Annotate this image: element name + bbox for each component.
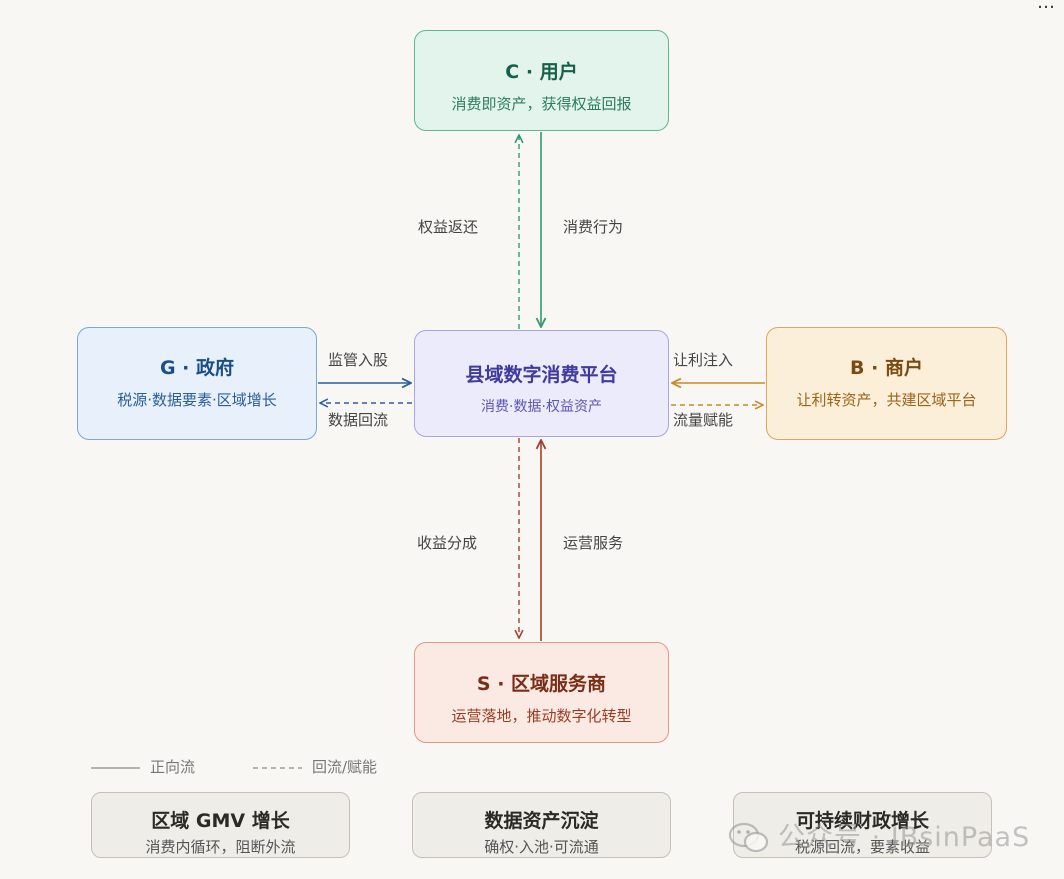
node-merchant-title: B · 商户	[850, 357, 923, 379]
edge-label-data-return: 数据回流	[328, 411, 389, 429]
outcome-card-title: 数据资产沉淀	[484, 810, 599, 832]
edge-label-revenue-share: 收益分成	[417, 534, 478, 552]
more-options-icon[interactable]: …	[1037, 0, 1056, 13]
node-consumer-title: C · 用户	[505, 61, 578, 83]
node-platform-title: 县域数字消费平台	[465, 364, 618, 386]
legend-dashed-label: 回流/赋能	[312, 758, 378, 776]
outcome-card-fiscal: 可持续财政增长 税源回流，要素收益	[733, 792, 992, 858]
outcome-card-subtitle: 确权·入池·可流通	[484, 838, 599, 856]
node-government-subtitle: 税源·数据要素·区域增长	[117, 391, 277, 409]
edge-label-profit-injection: 让利注入	[673, 351, 734, 369]
outcome-card-title: 区域 GMV 增长	[151, 810, 290, 832]
node-consumer-subtitle: 消费即资产，获得权益回报	[451, 95, 632, 113]
watermark-text: 公众号 · JBsinPaaS	[778, 822, 1031, 853]
wechat-icon	[728, 822, 769, 853]
edge-label-consumer-behavior: 消费行为	[563, 218, 624, 236]
node-merchant: B · 商户 让利转资产，共建区域平台	[766, 327, 1007, 440]
node-government-title: G · 政府	[159, 357, 235, 379]
edge-label-regulation-equity: 监管入股	[328, 351, 389, 369]
node-platform: 县域数字消费平台 消费·数据·权益资产	[414, 330, 669, 437]
node-merchant-subtitle: 让利转资产，共建区域平台	[796, 391, 977, 409]
edge-label-rights-return: 权益返还	[418, 218, 479, 236]
node-service-subtitle: 运营落地，推动数字化转型	[451, 707, 632, 725]
node-consumer: C · 用户 消费即资产，获得权益回报	[414, 30, 669, 131]
outcome-card-gmv: 区域 GMV 增长 消费内循环，阻断外流	[91, 792, 350, 858]
outcome-card-subtitle: 消费内循环，阻断外流	[145, 838, 296, 856]
node-platform-subtitle: 消费·数据·权益资产	[481, 399, 602, 415]
outcome-card-title: 可持续财政增长	[795, 810, 929, 832]
node-service: S · 区域服务商 运营落地，推动数字化转型	[414, 642, 669, 743]
node-service-title: S · 区域服务商	[476, 673, 607, 695]
legend-solid-label: 正向流	[150, 758, 196, 776]
outcome-card-subtitle: 税源回流，要素收益	[794, 838, 930, 856]
edge-label-operation-service: 运营服务	[563, 534, 624, 552]
outcome-card-data-assets: 数据资产沉淀 确权·入池·可流通	[412, 792, 671, 858]
edge-label-traffic-empower: 流量赋能	[673, 411, 734, 429]
node-government: G · 政府 税源·数据要素·区域增长	[77, 327, 317, 440]
